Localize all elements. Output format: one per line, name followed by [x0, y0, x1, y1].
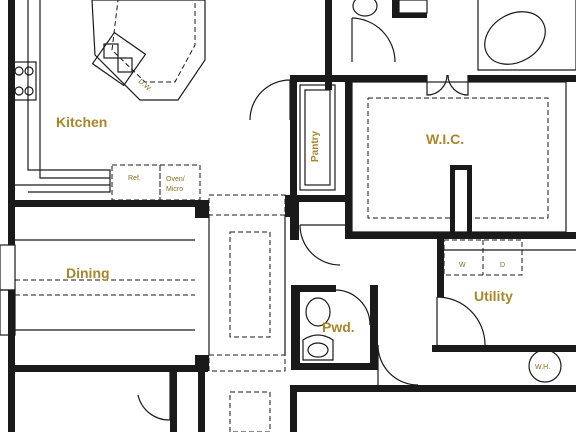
appliance-label-oven-line2: Micro [166, 186, 183, 193]
appliance-label-dryer: D [500, 262, 505, 269]
room-label-dining: Dining [66, 265, 110, 281]
room-label-wic: W.I.C. [426, 131, 464, 147]
room-label-kitchen: Kitchen [56, 114, 107, 130]
appliance-label-washer: W [459, 262, 466, 269]
appliance-label-oven-line1: Oven/ [166, 176, 185, 183]
appliance-label-dishwasher: D.W. [137, 78, 153, 93]
room-label-utility: Utility [474, 288, 513, 304]
appliance-label-water-heater: W.H. [535, 364, 550, 371]
room-label-pantry: Pantry [310, 130, 321, 162]
walls [8, 0, 576, 432]
appliance-label-refrigerator: Ref. [128, 175, 141, 182]
room-label-powder: Pwd. [322, 319, 355, 335]
